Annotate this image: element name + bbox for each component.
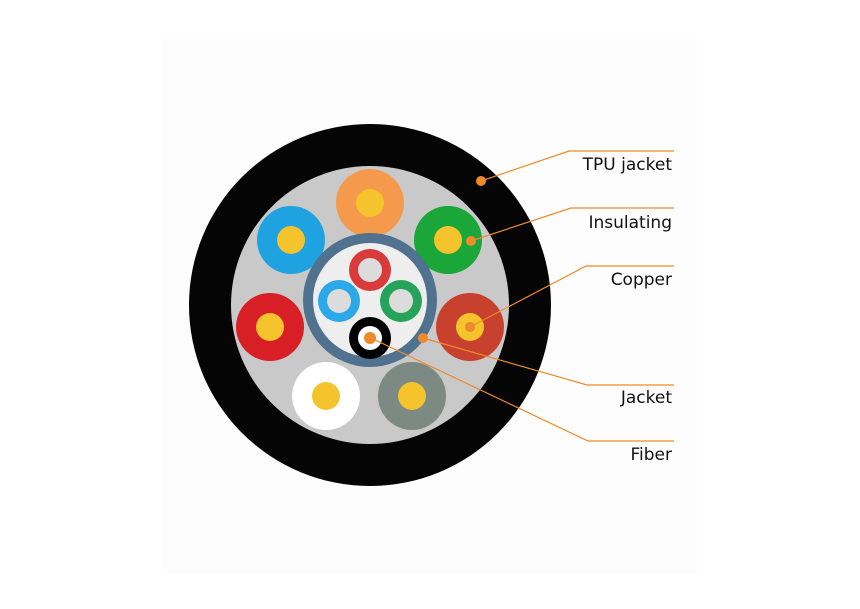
conductor-blue [257,206,325,274]
fiber-red [349,249,391,291]
label-fiber: Fiber [630,445,672,465]
leader-jacket [422,337,674,386]
marker-fiber [366,333,376,343]
conductor-orange [336,169,404,237]
marker-jacket [418,333,428,343]
leader-markers [366,176,486,343]
conductor-red [236,293,304,361]
leader-insulating [470,207,674,242]
leader-lines [370,150,674,442]
fiber-green [380,280,422,322]
label-insulating: Insulating [588,213,672,233]
fiber-blue [318,280,360,322]
label-jacket: Jacket [620,388,672,408]
marker-tpu-jacket [476,176,486,186]
leader-tpu-jacket [480,150,674,182]
marker-copper [465,322,475,332]
marker-insulating [466,236,476,246]
label-copper: Copper [611,270,672,290]
conductor-gray [378,362,446,430]
leader-copper [469,265,674,328]
leader-fiber [370,337,674,442]
conductor-green [414,206,482,274]
label-tpu-jacket: TPU jacket [582,155,673,175]
inner-tube-core [313,243,427,357]
conductor-white [292,362,360,430]
